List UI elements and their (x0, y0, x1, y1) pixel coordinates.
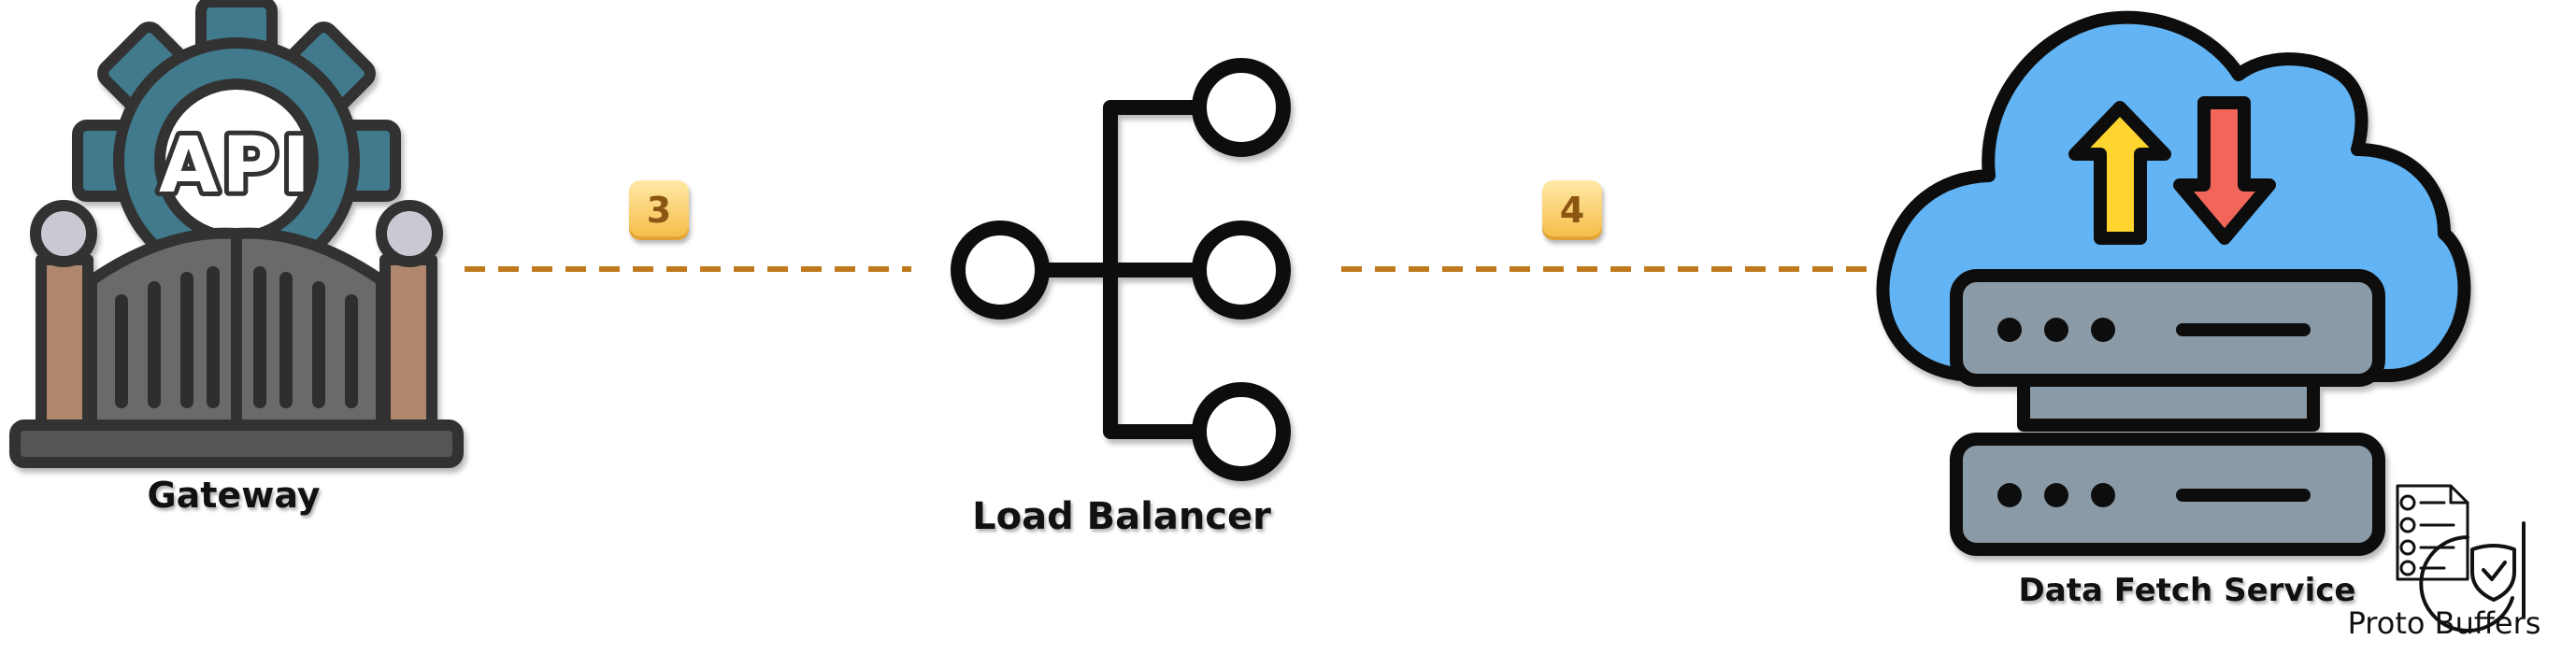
step-badge-3: 3 (629, 180, 689, 240)
api-gateway-icon: API (9, 0, 464, 468)
api-text: API (159, 121, 314, 210)
data-fetch-service-label: Data Fetch Service (2018, 572, 2356, 609)
load-balancer-icon (951, 58, 1291, 481)
download-arrow-icon (2173, 96, 2276, 245)
gear-icon (72, 0, 401, 284)
load-balancer-label: Load Balancer (972, 495, 1271, 538)
protobuf-document-icon (2393, 484, 2526, 633)
proto-buffers-label: Proto Buffers (2347, 605, 2541, 641)
server-rack-icon (1950, 269, 2385, 556)
step-badge-4: 4 (1542, 180, 1602, 240)
upload-arrow-icon (2068, 101, 2171, 245)
gateway-label: Gateway (147, 475, 321, 516)
cloud-server-icon (1876, 10, 2471, 556)
